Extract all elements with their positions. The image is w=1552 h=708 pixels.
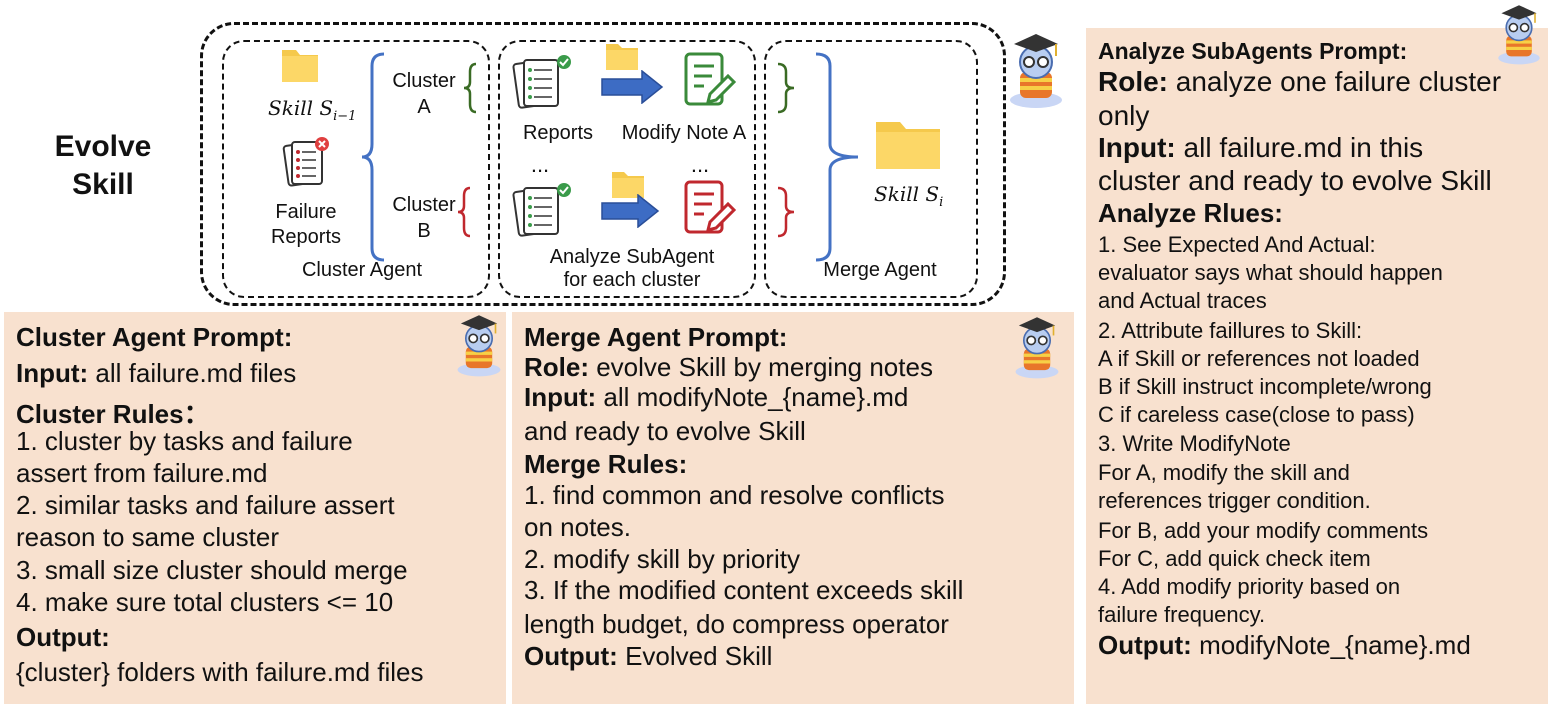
- mascot-icon-cluster: [457, 315, 501, 377]
- analyze-rule-line: and Actual traces: [1098, 288, 1267, 313]
- diagram-title-line2: Skill: [72, 168, 134, 201]
- analyze-rule-line: For A, modify the skill and: [1098, 460, 1350, 485]
- failure-report-icon: [282, 137, 329, 187]
- mascot-icon-diagram: [1010, 34, 1062, 108]
- cluster-panel-rules-title: Cluster Rules：: [16, 399, 210, 429]
- diagram-title-line1: Evolve: [54, 130, 152, 163]
- cluster-panel-output-text: {cluster} folders with failure.md files: [16, 657, 424, 687]
- cluster-rule-line: assert from failure.md: [16, 458, 268, 488]
- blue-arrow-icon-bottom: [601, 194, 660, 228]
- merge-rule-line: on notes.: [524, 512, 631, 542]
- analyze-panel-role-cont: only: [1098, 100, 1150, 131]
- merge-green-brace-icon: [777, 62, 795, 114]
- diagram-title: Evolve Skill: [38, 128, 168, 204]
- analyze-subagents-prompt-panel: Analyze SubAgents Prompt: Role: analyze …: [1086, 28, 1548, 704]
- cluster-agent-box: [222, 40, 490, 298]
- merge-panel-title: Merge Agent Prompt:: [524, 322, 788, 352]
- cluster-panel-output-label: Output:: [16, 622, 110, 652]
- merge-panel-role: Role: evolve Skill by merging notes: [524, 352, 933, 382]
- report-check-icon: [512, 55, 571, 109]
- analyze-panel-input: Input: all failure.md in this: [1098, 132, 1424, 163]
- analyze-rule-line: For B, add your modify comments: [1098, 518, 1429, 543]
- merge-rule-line: length budget, do compress operator: [524, 609, 949, 639]
- merge-agent-prompt-panel: Merge Agent Prompt: Role: evolve Skill b…: [512, 312, 1074, 704]
- evolve-skill-outer-box: [200, 22, 1006, 306]
- merge-panel-input-cont: and ready to evolve Skill: [524, 416, 806, 446]
- analyze-note-icon: [684, 180, 737, 234]
- analyze-rule-line: 1. See Expected And Actual:: [1098, 232, 1376, 257]
- folder-icon-small-bottom: [612, 172, 644, 198]
- folder-icon: [282, 50, 318, 82]
- analyze-rule-line: A if Skill or references not loaded: [1098, 346, 1420, 371]
- report-check-icon-2: [512, 183, 571, 237]
- failure-reports-label: Failure Reports: [270, 201, 342, 248]
- skill-new-label: Skill Si: [874, 182, 944, 210]
- analyze-panel-title: Analyze SubAgents Prompt:: [1098, 38, 1408, 64]
- ellipsis-right: ...: [690, 152, 710, 177]
- ellipsis-left: ...: [530, 152, 550, 177]
- skill-prev-label: Skill Si−1: [268, 96, 357, 124]
- cluster-a-brace-icon: [463, 62, 477, 114]
- analyze-panel-role: Role: analyze one failure cluster: [1098, 66, 1502, 97]
- analyze-rule-line: For C, add quick check item: [1098, 546, 1371, 571]
- cluster-rule-line: 4. make sure total clusters <= 10: [16, 587, 394, 617]
- mascot-icon-merge: [1015, 317, 1059, 379]
- analyze-panel-rules-title: Analyze Rlues:: [1098, 198, 1283, 228]
- cluster-agent-prompt-panel: Cluster Agent Prompt: Input: all failure…: [4, 312, 506, 704]
- cluster-agent-label: Cluster Agent: [301, 259, 423, 281]
- merge-panel-input: Input: all modifyNote_{name}.md: [524, 382, 909, 412]
- cluster-a-label: Cluster A: [392, 70, 456, 118]
- analyze-subagent-label: Analyze SubAgent for each cluster: [549, 246, 715, 291]
- merge-panel-rules-title: Merge Rules:: [524, 449, 688, 479]
- cluster-rule-line: reason to same cluster: [16, 522, 280, 552]
- analyze-rule-line: C if careless case(close to pass): [1098, 402, 1415, 427]
- mascot-icon-analyze: [1498, 5, 1540, 65]
- cluster-rule-line: 2. similar tasks and failure assert: [16, 490, 395, 520]
- modify-note-label: Modify Note A: [621, 122, 747, 144]
- folder-icon-small-top: [606, 44, 638, 70]
- cluster-panel-input: Input: all failure.md files: [16, 358, 297, 388]
- merge-rule-line: 2. modify skill by priority: [524, 544, 800, 574]
- cluster-brace-icon: [361, 52, 385, 262]
- cluster-b-brace-icon: [457, 186, 471, 238]
- analyze-rule-line: B if Skill instruct incomplete/wrong: [1098, 374, 1432, 399]
- cluster-b-label: Cluster B: [392, 194, 456, 242]
- folder-icon-skill-new: [876, 122, 940, 169]
- merge-rule-line: 1. find common and resolve conflicts: [524, 480, 945, 510]
- merge-red-brace-icon: [777, 186, 795, 238]
- blue-arrow-icon-top: [601, 70, 664, 104]
- merge-agent-label: Merge Agent: [823, 259, 937, 281]
- analyze-rule-line: 2. Attribute faillures to Skill:: [1098, 318, 1363, 343]
- cluster-panel-title: Cluster Agent Prompt:: [16, 322, 293, 352]
- analyze-rule-line: evaluator says what should happen: [1098, 260, 1443, 285]
- analyze-subagent-box: [498, 40, 756, 298]
- analyze-rule-line: failure frequency.: [1098, 602, 1266, 627]
- merge-brace-icon: [815, 52, 859, 262]
- analyze-rule-line: 3. Write ModifyNote: [1098, 431, 1291, 456]
- analyze-panel-output: Output: modifyNote_{name}.md: [1098, 630, 1471, 660]
- analyze-rule-line: references trigger condition.: [1098, 488, 1371, 513]
- reports-label: Reports: [522, 122, 594, 144]
- modify-note-icon: [684, 52, 737, 106]
- cluster-rule-line: 1. cluster by tasks and failure: [16, 426, 353, 456]
- analyze-rule-line: 4. Add modify priority based on: [1098, 574, 1401, 599]
- merge-rule-line: 3. If the modified content exceeds skill: [524, 575, 964, 605]
- analyze-panel-input-cont: cluster and ready to evolve Skill: [1098, 165, 1492, 196]
- merge-panel-output: Output: Evolved Skill: [524, 641, 773, 671]
- merge-agent-box: [764, 40, 978, 298]
- cluster-rule-line: 3. small size cluster should merge: [16, 555, 408, 585]
